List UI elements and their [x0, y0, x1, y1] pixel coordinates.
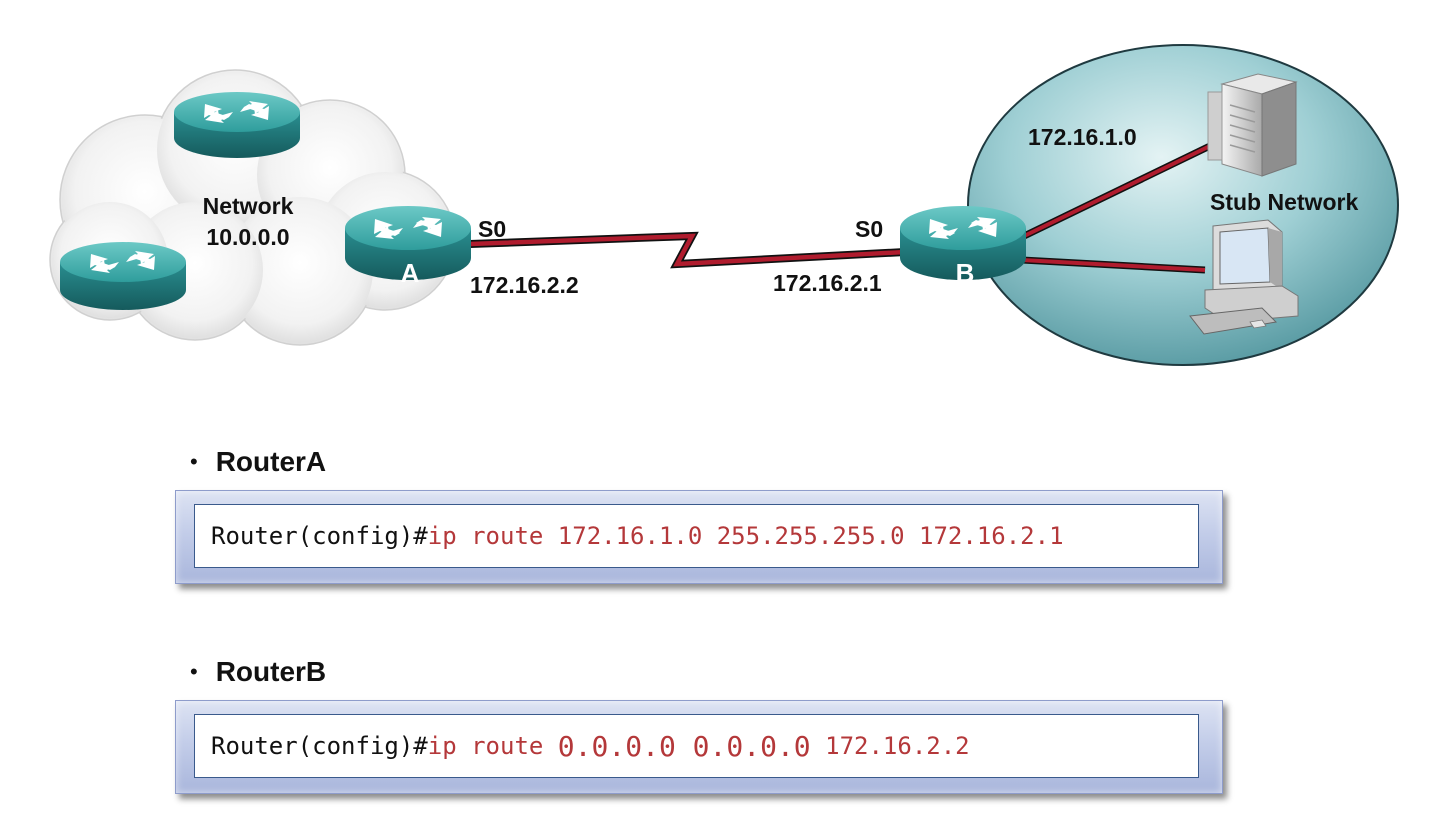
cli-prompt: Router(config)# [211, 522, 428, 550]
cli-command-part: 172.16.2.2 [810, 732, 970, 760]
lan-links [1018, 141, 1214, 274]
router-a-command-line: Router(config)#ip route 172.16.1.0 255.2… [194, 504, 1199, 568]
router-b-command-line: Router(config)#ip route 0.0.0.0 0.0.0.0 … [194, 714, 1199, 778]
cli-command-part: ip route [427, 732, 558, 760]
serial-link [469, 231, 906, 269]
cli-prompt: Router(config)# [211, 732, 428, 760]
router-b-ip: 172.16.2.1 [773, 270, 882, 296]
cloud-label-network: 10.0.0.0 [206, 224, 289, 250]
stub-network-label: Stub Network [1210, 189, 1358, 215]
cloud-router-icon [60, 242, 186, 310]
router-b-title: RouterB [215, 656, 327, 687]
router-b-command-box: Router(config)#ip route 0.0.0.0 0.0.0.0 … [175, 700, 1223, 794]
bullet-icon: • [190, 449, 198, 474]
stub-subnet-label: 172.16.1.0 [1028, 124, 1137, 150]
router-a-title: RouterA [215, 446, 327, 477]
router-b-heading: • RouterB [190, 656, 326, 688]
cli-command: ip route 172.16.1.0 255.255.255.0 172.16… [427, 522, 1064, 550]
workstation-icon [1189, 219, 1299, 335]
cli-command-default-route: 0.0.0.0 0.0.0.0 [557, 729, 811, 763]
router-a-heading: • RouterA [190, 446, 326, 478]
router-b-interface: S0 [855, 216, 883, 242]
router-a-ip: 172.16.2.2 [470, 272, 579, 298]
router-a-label: A [401, 258, 420, 288]
server-icon [1207, 73, 1298, 177]
bullet-icon: • [190, 659, 198, 684]
router-a-icon [345, 206, 471, 280]
cloud-router-icon [174, 92, 300, 158]
router-b-label: B [956, 258, 975, 288]
network-topology-diagram: Network 10.0.0.0 A [49, 44, 1399, 366]
router-a-interface: S0 [478, 216, 506, 242]
cloud-label-name: Network [203, 193, 294, 219]
router-a-command-box: Router(config)#ip route 172.16.1.0 255.2… [175, 490, 1223, 584]
router-b-icon [900, 206, 1026, 280]
